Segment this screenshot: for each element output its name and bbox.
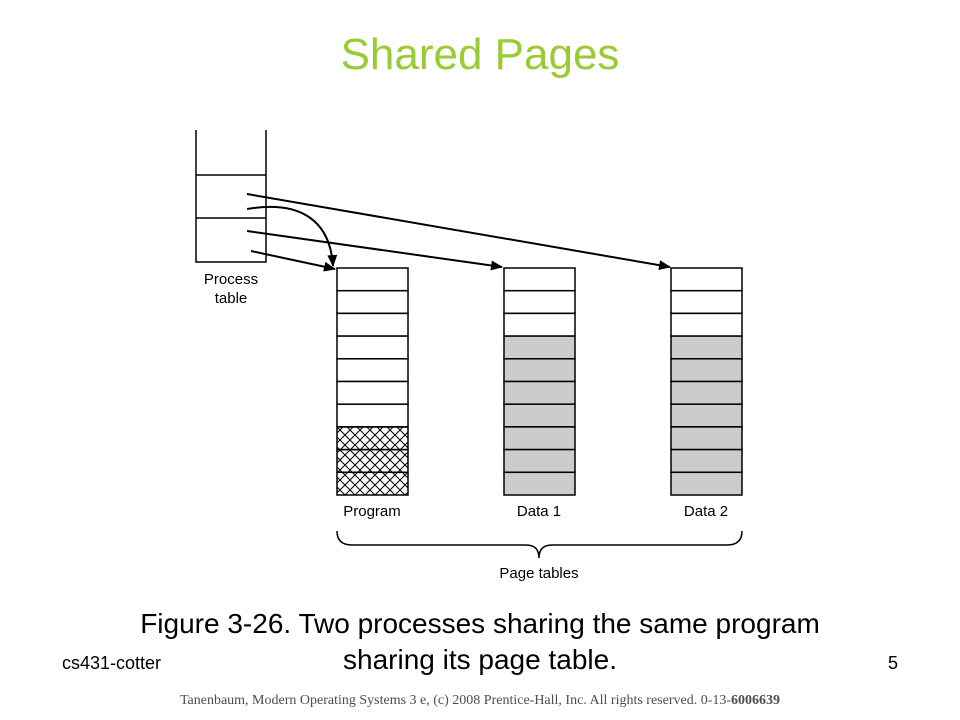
page-table-program — [336, 267, 409, 496]
page-table-entry — [670, 289, 743, 315]
page-number: 5 — [887, 653, 898, 673]
page-table-entry — [503, 403, 576, 428]
page-table-entry — [336, 267, 409, 292]
page-table-entry — [503, 267, 576, 292]
page-table-entry — [670, 426, 743, 451]
page-table-entry — [503, 289, 576, 315]
page-table-entry — [336, 358, 409, 383]
page-table-entry — [503, 380, 576, 405]
page-tables-brace — [336, 530, 743, 559]
copyright-notice: Tanenbaum, Modern Operating Systems 3 e,… — [0, 693, 960, 709]
caption-line: sharing its page table. — [343, 644, 617, 675]
arrow-to-data1 — [246, 230, 503, 271]
page-table-entry — [670, 358, 743, 383]
process-table-label: Process — [204, 271, 258, 288]
copyright-isbn: 6006639 — [731, 693, 781, 708]
page-table-entry — [670, 267, 743, 292]
arrow-to-data2 — [246, 193, 671, 271]
page-table-entry — [336, 335, 409, 360]
page-table-entry — [670, 312, 743, 337]
page-table-entry — [336, 448, 409, 474]
page-table-data2 — [670, 267, 743, 496]
page-table-entry — [670, 335, 743, 360]
page-table-entry — [503, 471, 576, 496]
process-table — [195, 130, 267, 263]
figure-caption: Figure 3-26. Two processes sharing the s… — [60, 606, 900, 678]
process-table-label: table — [215, 290, 248, 307]
page-table-entry — [670, 403, 743, 428]
page-table-entry — [336, 380, 409, 405]
copyright-text: Tanenbaum, Modern Operating Systems 3 e,… — [179, 693, 732, 708]
page-table-entry — [670, 380, 743, 405]
page-table-entry — [336, 312, 409, 337]
table-label-data2: Data 2 — [684, 503, 728, 520]
page-table-entry — [503, 312, 576, 337]
page-table-entry — [503, 335, 576, 360]
footer-course: cs431-cotter — [62, 653, 162, 673]
arrow-to-program-curved — [246, 205, 338, 267]
page-table-entry — [336, 403, 409, 428]
page-table-entry — [670, 471, 743, 496]
page-table-entry — [336, 471, 409, 496]
page-table-entry — [336, 426, 409, 451]
page-table-entry — [503, 448, 576, 474]
arrow-to-program — [250, 250, 336, 272]
pointer-arrows — [246, 193, 671, 272]
page-tables-label: Page tables — [499, 565, 578, 582]
page-table-entry — [336, 289, 409, 315]
table-label-program: Program — [343, 503, 401, 520]
process-table-outline — [195, 130, 267, 263]
page-table-entry — [670, 448, 743, 474]
page-table-entry — [503, 426, 576, 451]
table-label-data1: Data 1 — [517, 503, 561, 520]
caption-line: Figure 3-26. Two processes sharing the s… — [140, 608, 820, 639]
slide-title: Shared Pages — [340, 30, 620, 79]
page-table-data1 — [503, 267, 576, 496]
page-table-entry — [503, 358, 576, 383]
page-tables — [336, 267, 743, 496]
